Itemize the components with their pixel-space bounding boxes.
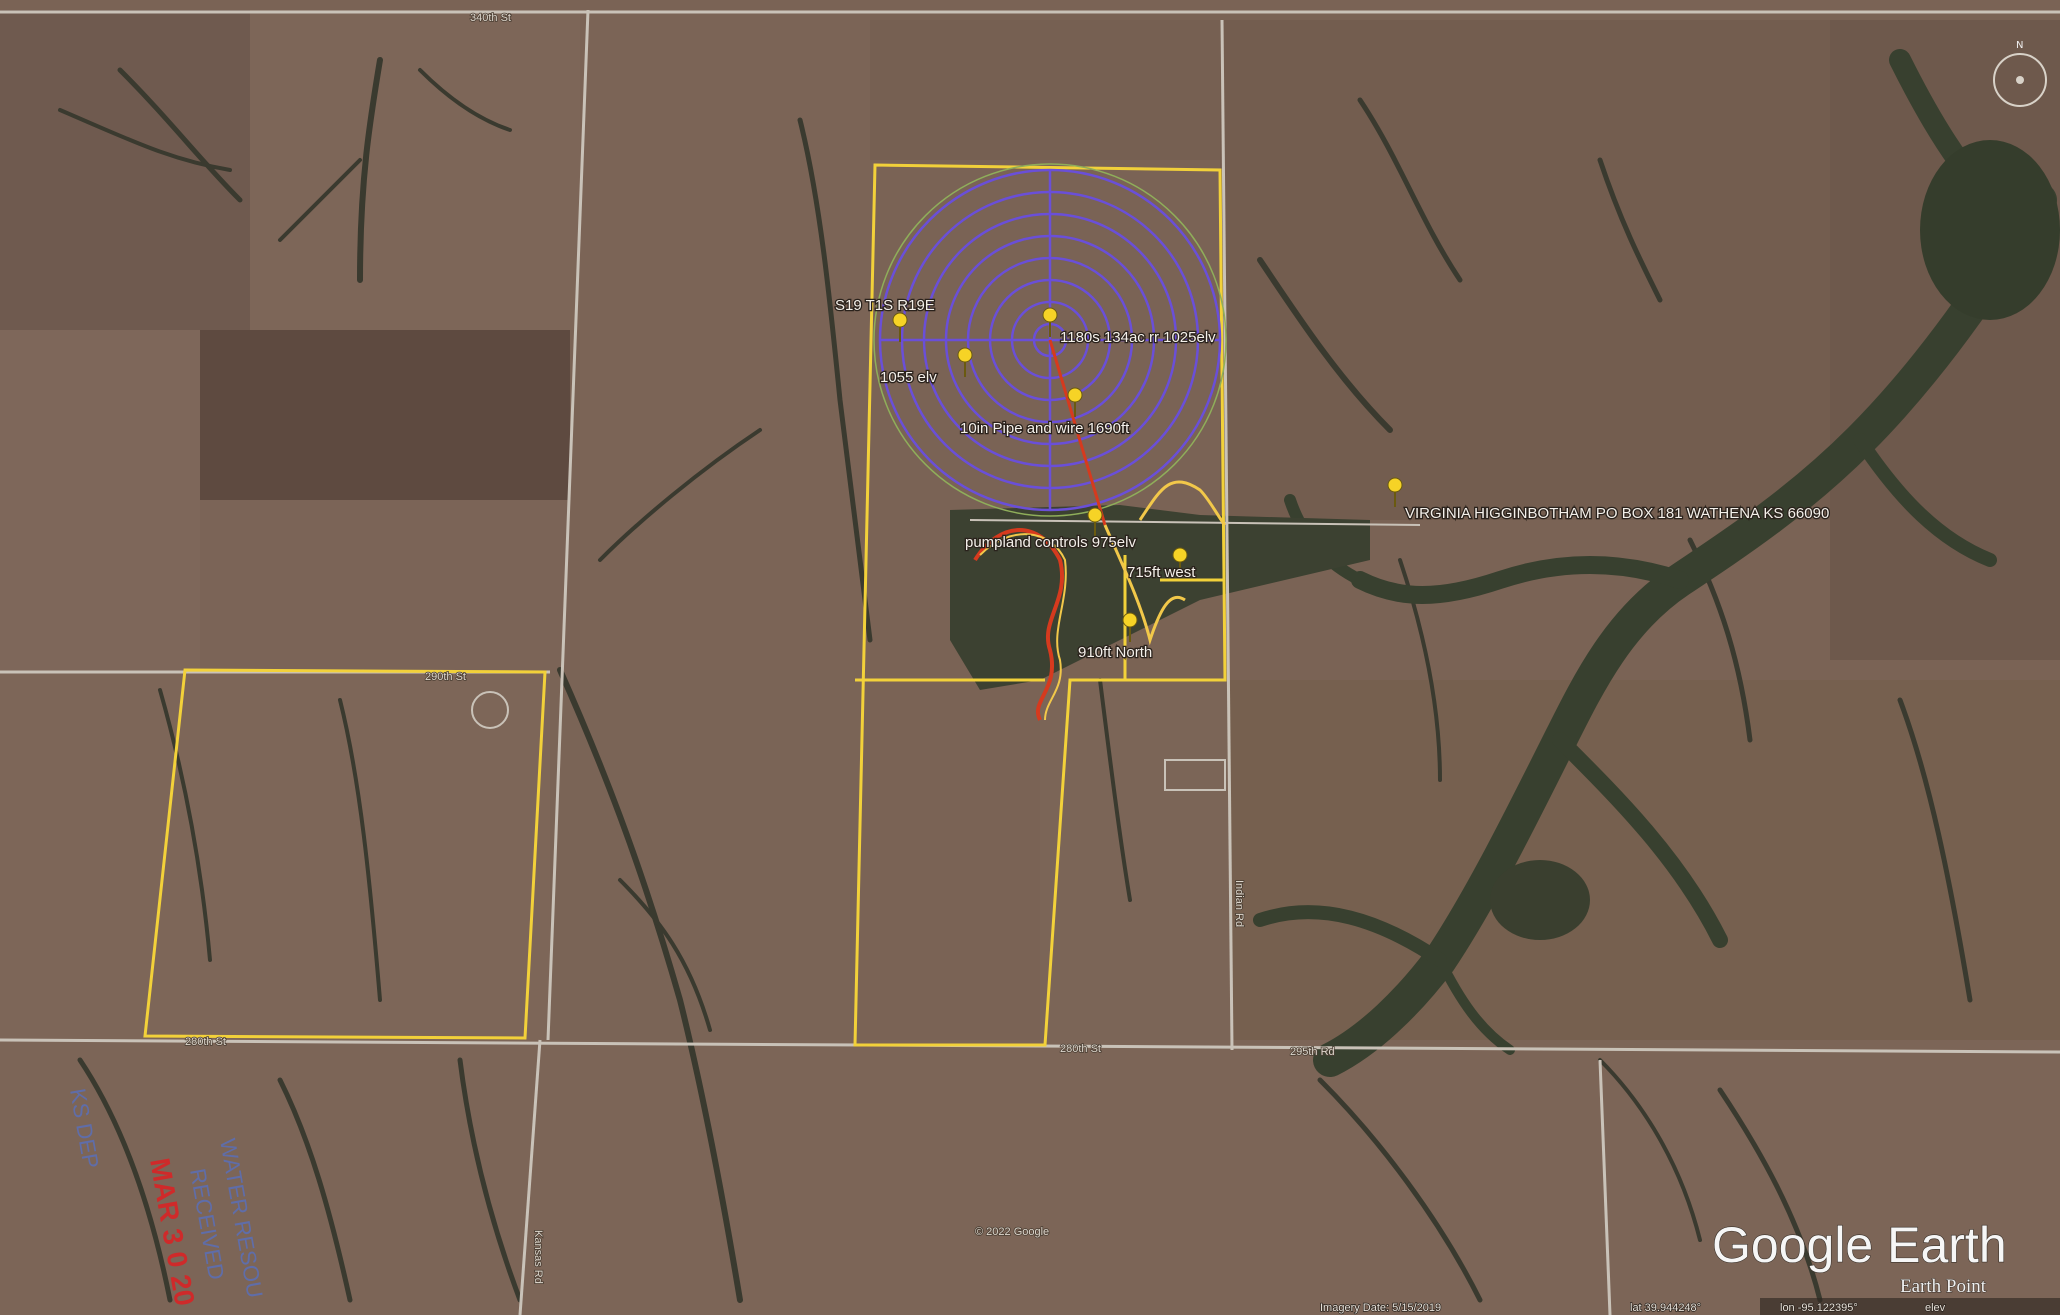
- pushpin-icon[interactable]: [892, 312, 908, 342]
- pushpin-icon[interactable]: [1067, 387, 1083, 417]
- status-bar: [1760, 1298, 2060, 1315]
- creek-trace-yellow: [979, 533, 1067, 721]
- svg-text:N: N: [2016, 40, 2023, 51]
- label-owner: VIRGINIA HIGGINBOTHAM PO BOX 181 WATHENA…: [1405, 505, 1829, 522]
- farmstead-yard: [471, 691, 1226, 791]
- label-elevation-1055: 1055 elv: [880, 369, 937, 386]
- pushpin-icon[interactable]: [1087, 507, 1103, 537]
- road-label-vertical-right: Indian Rd: [1233, 880, 1245, 927]
- pushpin-icon[interactable]: [1122, 612, 1138, 642]
- status-date: Imagery Date: 5/15/2019: [1320, 1302, 1441, 1314]
- woodland-patch: [1920, 140, 2060, 320]
- label-pivot: 1180s 134ac rr 1025elv: [1060, 329, 1216, 346]
- drainage-tree-lines: [58, 57, 1973, 1303]
- copyright-text: © 2022 Google: [975, 1226, 1049, 1238]
- label-section: S19 T1S R19E: [835, 297, 935, 314]
- woodland-patch: [1490, 860, 1590, 940]
- pivot-outer-ring: [873, 163, 1227, 517]
- earth-point-logo: Earth Point: [1900, 1276, 1987, 1297]
- road-label-vertical-left: Kansas Rd: [532, 1230, 544, 1284]
- field-parcels: [0, 10, 2060, 1315]
- pushpin-icon[interactable]: [957, 347, 973, 377]
- property-boundaries: [143, 163, 1227, 1047]
- road-label-bottom-right: 295th Rd: [1290, 1046, 1335, 1058]
- road-label-bottom-mid: 280th St: [1060, 1043, 1101, 1055]
- label-west: 715ft west: [1127, 564, 1196, 581]
- trail-line: [1138, 480, 1227, 527]
- pipe-line: [1048, 339, 1107, 526]
- label-north: 910ft North: [1078, 644, 1152, 661]
- trail-line: [1103, 524, 1186, 646]
- road-label-upper: 290th St: [425, 671, 466, 683]
- google-earth-logo: Google Earth: [1712, 1217, 2007, 1273]
- road-label-top: 340th St: [470, 12, 511, 24]
- status-lon: lon -95.122395°: [1780, 1302, 1858, 1314]
- road-label-bottom-left: 280th St: [185, 1036, 226, 1048]
- status-elev: elev: [1925, 1302, 1946, 1314]
- creek-trace: [973, 528, 1064, 721]
- pushpin-icon[interactable]: [1387, 477, 1403, 507]
- pushpin-icon[interactable]: [1042, 307, 1058, 337]
- compass-icon[interactable]: N: [1993, 40, 2047, 107]
- pushpin-icon[interactable]: [1172, 547, 1188, 577]
- label-pipe: 10in Pipe and wire 1690ft: [960, 420, 1130, 437]
- label-pumpland: pumpland controls 975elv: [965, 534, 1136, 551]
- status-lat: lat 39.944248°: [1630, 1302, 1701, 1314]
